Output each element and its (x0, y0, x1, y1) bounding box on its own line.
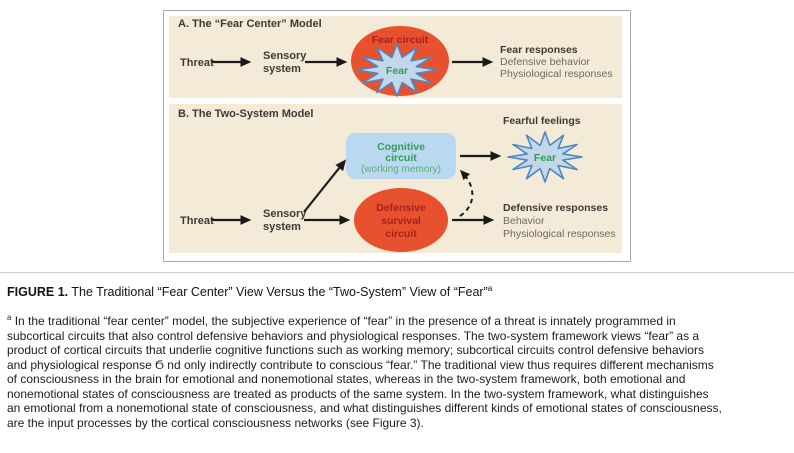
footnote-line: are the input processes by the cortical … (7, 415, 424, 430)
fear-models-diagram: A. The “Fear Center” Model Threat Sensor… (169, 16, 622, 253)
figure-number: FIGURE 1. (7, 285, 69, 300)
fear-circuit-label: Fear circuit (372, 34, 429, 46)
svg-text:survival: survival (381, 215, 421, 227)
cognitive-circuit-label: Cognitive (377, 141, 425, 153)
footnote-line: of consciousness in the brain for emotio… (7, 372, 686, 386)
fear-star-label-b: Fear (534, 152, 556, 164)
caption-divider (0, 272, 794, 273)
figure-caption: FIGURE 1. The Traditional “Fear Center” … (7, 284, 791, 299)
footnote-line: subcortical circuits that also control d… (7, 328, 700, 343)
footnote-line: a In the traditional “fear center” model… (7, 313, 676, 328)
defensive-survival-ellipse (354, 188, 448, 252)
svg-text:circuit: circuit (385, 228, 417, 240)
footnote-line: and physiological response Ϭ nd only ind… (7, 357, 714, 372)
figure-title: The Traditional “Fear Center” View Versu… (68, 285, 488, 300)
figure-footnote: a In the traditional “fear center” model… (7, 311, 793, 430)
defensive-survival-label: Defensive (376, 202, 426, 214)
defensive-responses-title: Defensive responses (503, 202, 608, 214)
fearful-feelings-label: Fearful feelings (503, 115, 581, 127)
cognitive-circuit-box (346, 133, 456, 179)
working-memory-label: (working memory) (361, 164, 441, 175)
svg-text:circuit: circuit (385, 152, 417, 164)
fear-star-label-a: Fear (386, 65, 408, 77)
defensive-to-cognitive-dashed-arrow (459, 169, 474, 217)
sensory-system-label-b: Sensory (263, 208, 307, 220)
fear-starburst-a (356, 43, 438, 97)
panel-b-title: B. The Two-System Model (178, 108, 313, 120)
sensory-to-cognitive-arrow (303, 159, 347, 213)
sensory-system-label-a: Sensory (263, 50, 307, 62)
threat-label-b: Threat (180, 215, 214, 227)
panel-a-title: A. The “Fear Center” Model (178, 18, 322, 30)
figure-panel-box: A. The “Fear Center” Model Threat Sensor… (163, 10, 631, 262)
svg-text:system: system (263, 221, 301, 233)
defensive-responses-item-2: Physiological responses (503, 228, 616, 240)
threat-label-a: Threat (180, 57, 214, 69)
footnote-line: an emotional from a nonemotional state o… (7, 401, 722, 415)
fear-responses-title: Fear responses (500, 44, 578, 56)
defensive-responses-item-1: Behavior (503, 215, 545, 227)
footnote-marker: a (7, 313, 12, 322)
footnote-line: nonemotional states of consciousness are… (7, 386, 709, 401)
fear-starburst-b (507, 131, 583, 183)
svg-text:system: system (263, 63, 301, 75)
fear-responses-item-2: Physiological responses (500, 68, 613, 80)
footnote-line: product of cortical circuits that underl… (7, 343, 704, 357)
fear-responses-item-1: Defensive behavior (500, 56, 590, 68)
figure-footnote-marker: a (487, 284, 493, 293)
